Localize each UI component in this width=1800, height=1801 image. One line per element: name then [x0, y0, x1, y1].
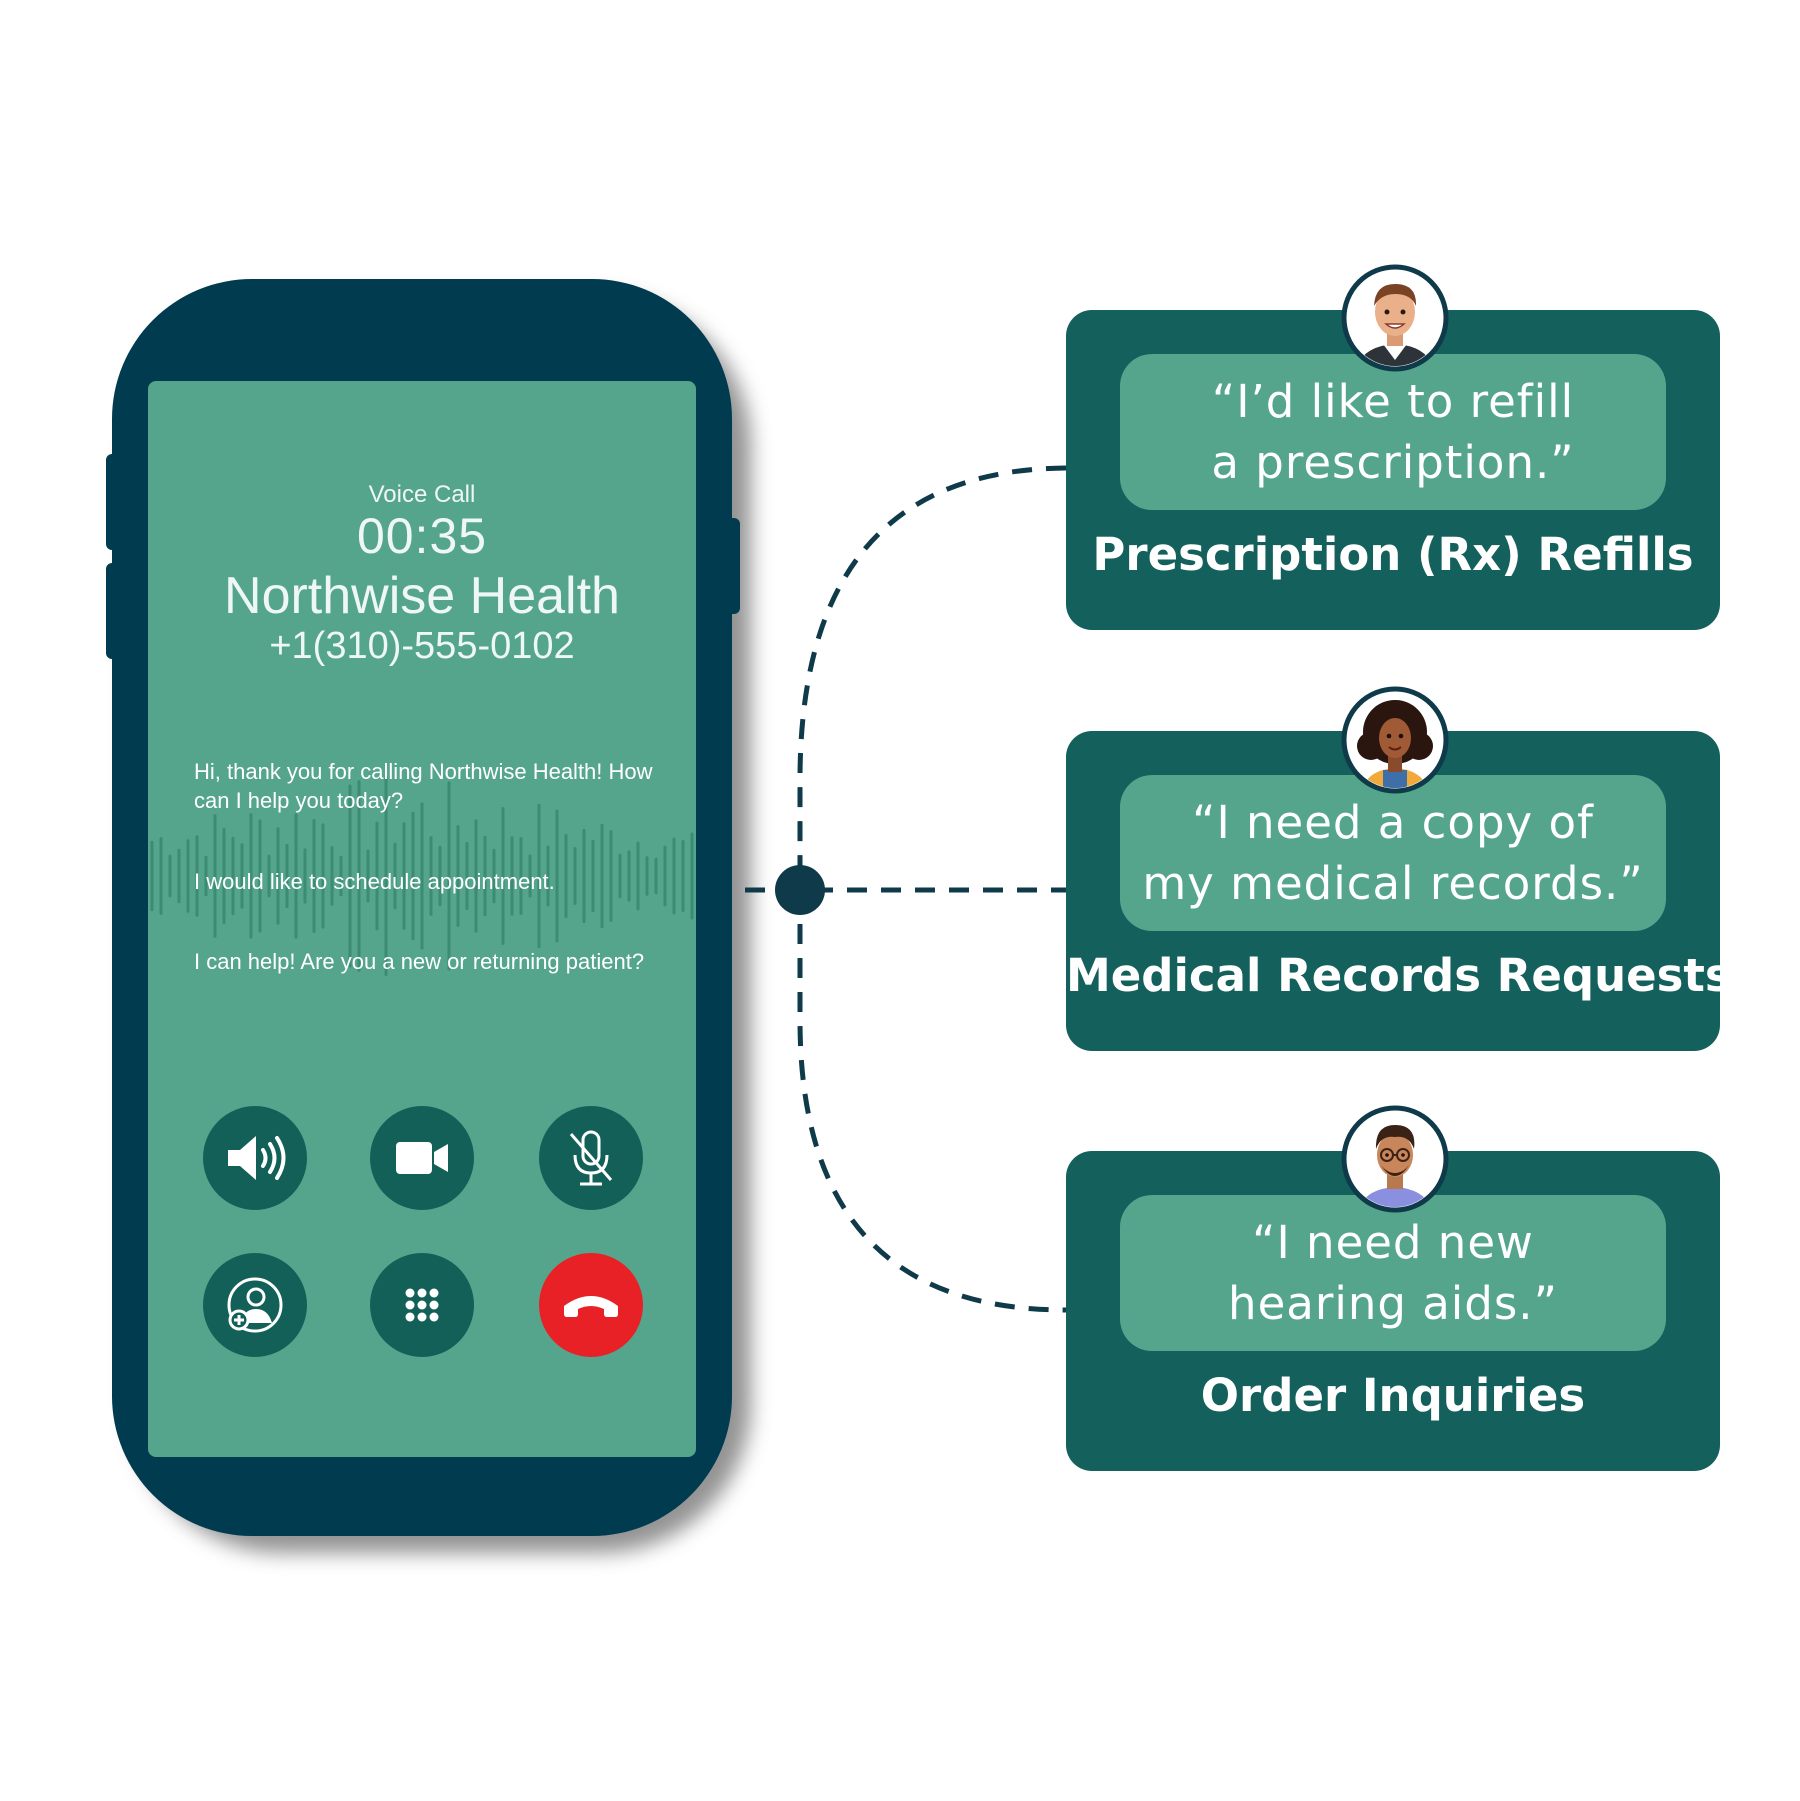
mute-button[interactable] [539, 1106, 643, 1210]
transcript-message: Hi, thank you for calling Northwise Heal… [194, 759, 653, 813]
transcript-message: I would like to schedule appointment. [194, 869, 555, 894]
speaker-button[interactable] [203, 1106, 307, 1210]
quote-bubble: “I’d like to refill a prescription.” [1120, 354, 1666, 510]
call-screen: Voice Call 00:35 Northwise Health +1(310… [148, 381, 696, 1457]
keypad-dot [429, 1288, 439, 1298]
add-user-icon [227, 1277, 283, 1333]
call-type-label: Voice Call [368, 481, 476, 508]
end-call-button[interactable] [539, 1253, 643, 1357]
video-camera-icon [396, 1142, 448, 1174]
keypad-icon [405, 1288, 439, 1322]
woman-avatar-icon [1341, 686, 1449, 794]
keypad-dot [405, 1300, 415, 1310]
keypad-dot [405, 1312, 415, 1322]
keypad-dot [405, 1288, 415, 1298]
sound-wave-graphic [150, 775, 694, 977]
phone-hangup-icon [564, 1296, 618, 1317]
caller-name: Northwise Health [224, 567, 620, 625]
connector-hub-dot [775, 865, 825, 915]
intent-card-medical-records: “I need a copy of my medical records.” M… [1066, 731, 1732, 1051]
caller-phone-number: +1(310)-555-0102 [269, 625, 575, 667]
call-timer: 00:35 [356, 508, 488, 564]
keypad-button[interactable] [370, 1253, 474, 1357]
connector-line-top [797, 465, 1067, 890]
keypad-dot [417, 1300, 427, 1310]
video-button[interactable] [370, 1106, 474, 1210]
keypad-dot [429, 1300, 439, 1310]
bearded-man-avatar-icon [1341, 1105, 1449, 1213]
connector-line-bottom [797, 890, 1067, 1313]
speaker-icon [228, 1136, 286, 1180]
card-title: Order Inquiries [1200, 1369, 1586, 1422]
keypad-dot [417, 1288, 427, 1298]
quote-bubble: “I need a copy of my medical records.” [1120, 775, 1666, 931]
card-title: Medical Records Requests [1066, 949, 1732, 1002]
keypad-dot [429, 1312, 439, 1322]
add-contact-button[interactable] [203, 1253, 307, 1357]
card-title: Prescription (Rx) Refills [1092, 528, 1694, 581]
quote-bubble: “I need new hearing aids.” [1120, 1195, 1666, 1351]
keypad-dot [417, 1312, 427, 1322]
transcript-message: I can help! Are you a new or returning p… [194, 949, 645, 974]
microphone-off-icon [569, 1130, 613, 1186]
man-avatar-icon [1341, 264, 1449, 372]
